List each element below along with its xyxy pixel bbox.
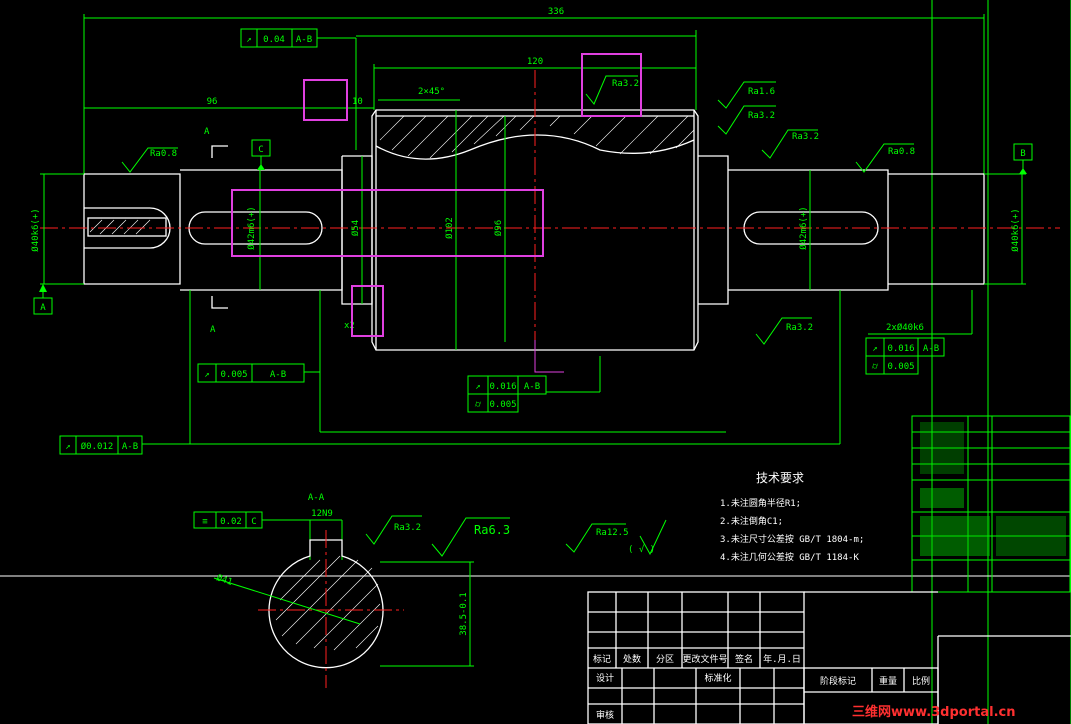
svg-text:38.5-0.1: 38.5-0.1 bbox=[459, 592, 469, 635]
svg-text:0.016: 0.016 bbox=[489, 382, 516, 392]
svg-text:Ra0.8: Ra0.8 bbox=[150, 149, 177, 159]
tech-requirements: 技术要求 1.未注圆角半径R1; 2.未注倒角C1; 3.未注尺寸公差按 GB/… bbox=[720, 471, 864, 563]
svg-text:Ra1.6: Ra1.6 bbox=[748, 87, 775, 97]
tech-title: 技术要求 bbox=[756, 471, 804, 485]
svg-text:Ra12.5: Ra12.5 bbox=[596, 528, 629, 538]
svg-text:Ra3.2: Ra3.2 bbox=[786, 323, 813, 333]
datum-a: A bbox=[40, 303, 46, 313]
svg-text:4.未注几何公差按 GB/T 1184-K: 4.未注几何公差按 GB/T 1184-K bbox=[720, 551, 859, 563]
svg-text:Ra3.2: Ra3.2 bbox=[792, 132, 819, 142]
tol-frame-4: ↗ Ø0.012 A-B bbox=[59, 290, 841, 455]
svg-text:0.005: 0.005 bbox=[489, 400, 516, 410]
svg-text:⌭: ⌭ bbox=[872, 362, 879, 372]
keyways bbox=[84, 207, 879, 249]
svg-text:更改文件号: 更改文件号 bbox=[682, 653, 727, 665]
shaft-outline bbox=[83, 109, 985, 351]
svg-text:标准化: 标准化 bbox=[704, 672, 731, 684]
tol-frame-3: ↗ 0.016 A-B ⌭ 0.005 bbox=[467, 356, 601, 413]
svg-text:Ø40k6(+): Ø40k6(+) bbox=[30, 208, 41, 251]
svg-text:设计: 设计 bbox=[596, 672, 614, 684]
roughness-symbols: Ra0.8 Ra3.2 Ra1.6 Ra3.2 Ra3.2 Ra0.8 Ra3.… bbox=[121, 75, 915, 557]
svg-text:年.月.日: 年.月.日 bbox=[763, 653, 801, 665]
svg-text:Ø42m6(+): Ø42m6(+) bbox=[246, 206, 257, 249]
svg-text:0.02: 0.02 bbox=[220, 517, 242, 527]
svg-text:Ra3.2: Ra3.2 bbox=[612, 79, 639, 89]
dim-96: 96 10 2×45° bbox=[84, 87, 460, 109]
svg-text:A-B: A-B bbox=[270, 370, 286, 380]
svg-text:1.未注圆角半径R1;: 1.未注圆角半径R1; bbox=[720, 497, 801, 509]
svg-text:阶段标记: 阶段标记 bbox=[820, 675, 856, 687]
svg-text:↗: ↗ bbox=[246, 35, 251, 45]
datum-b: B bbox=[1020, 149, 1025, 159]
svg-text:0.005: 0.005 bbox=[887, 362, 914, 372]
svg-text:96: 96 bbox=[207, 97, 218, 107]
svg-text:↗: ↗ bbox=[872, 344, 877, 354]
svg-text:Ra6.3: Ra6.3 bbox=[474, 523, 510, 537]
svg-text:比例: 比例 bbox=[912, 675, 930, 687]
tol-frame-2: ↗ 0.005 A-B bbox=[197, 290, 726, 433]
svg-text:Ø96: Ø96 bbox=[493, 220, 504, 236]
svg-text:A-B: A-B bbox=[923, 344, 939, 354]
svg-text:⌭: ⌭ bbox=[475, 400, 482, 410]
svg-text:120: 120 bbox=[527, 57, 543, 67]
section-cut-marks: A A bbox=[204, 127, 228, 335]
svg-text:Ra3.2: Ra3.2 bbox=[748, 111, 775, 121]
svg-text:Ø102: Ø102 bbox=[444, 217, 455, 239]
tol-frame-1: ↗ 0.04 A-B bbox=[240, 28, 357, 150]
svg-text:2×45°: 2×45° bbox=[418, 87, 445, 97]
svg-text:≡: ≡ bbox=[202, 517, 208, 527]
svg-text:0.04: 0.04 bbox=[263, 35, 285, 45]
mini-title-table bbox=[911, 415, 1071, 593]
svg-text:x2: x2 bbox=[344, 321, 355, 331]
svg-text:A: A bbox=[210, 325, 216, 335]
svg-text:Ra3.2: Ra3.2 bbox=[394, 523, 421, 533]
diameter-dims: Ø40k6(+) Ø42m6(+) Ø54 Ø102 Ø96 Ø42m6(+) … bbox=[30, 110, 1026, 350]
datum-markers: C B A bbox=[33, 139, 1033, 315]
section-view: A-A 12N9 ≡ 0.02 C Ø41 38.5-0.1 bbox=[193, 493, 474, 688]
svg-text:0.016: 0.016 bbox=[887, 344, 914, 354]
svg-text:0.005: 0.005 bbox=[220, 370, 247, 380]
svg-text:分区: 分区 bbox=[656, 654, 674, 665]
svg-text:↗: ↗ bbox=[204, 370, 209, 380]
svg-text:A-B: A-B bbox=[122, 442, 138, 452]
svg-text:Ø42m6(+): Ø42m6(+) bbox=[798, 206, 809, 249]
datum-c: C bbox=[258, 145, 263, 155]
svg-text:Ø0.012: Ø0.012 bbox=[81, 441, 114, 452]
svg-text:审核: 审核 bbox=[596, 709, 614, 721]
svg-text:A-B: A-B bbox=[296, 35, 312, 45]
svg-text:处数: 处数 bbox=[623, 653, 641, 665]
svg-text:标记: 标记 bbox=[593, 653, 611, 665]
highlight-boxes bbox=[231, 53, 642, 373]
dim-overall-length: 336 bbox=[83, 7, 985, 174]
watermark: 三维网www.3dportal.cn bbox=[852, 704, 1015, 720]
title-block: 标记 处数 分区 更改文件号 签名 年.月.日 设计 标准化 审核 阶段标记 重… bbox=[587, 591, 1071, 724]
svg-text:A-A: A-A bbox=[308, 493, 325, 503]
svg-text:↗: ↗ bbox=[65, 442, 70, 452]
svg-text:Ra0.8: Ra0.8 bbox=[888, 147, 915, 157]
svg-text:2.未注倒角C1;: 2.未注倒角C1; bbox=[720, 515, 783, 527]
dim-120: 120 bbox=[356, 30, 697, 110]
svg-text:A-B: A-B bbox=[524, 382, 540, 392]
svg-text:Ø40k6(+): Ø40k6(+) bbox=[1010, 208, 1021, 251]
svg-text:Ø54: Ø54 bbox=[350, 220, 361, 236]
hatch-top bbox=[379, 115, 695, 159]
svg-text:2xØ40k6: 2xØ40k6 bbox=[886, 322, 924, 333]
svg-text:Ø41: Ø41 bbox=[215, 572, 234, 587]
svg-text:10: 10 bbox=[352, 97, 363, 107]
svg-text:↗: ↗ bbox=[475, 382, 480, 392]
svg-text:签名: 签名 bbox=[735, 653, 753, 665]
tol-frame-5: 2xØ40k6 ↗ 0.016 A-B ⌭ 0.005 bbox=[865, 290, 973, 375]
svg-text:C: C bbox=[251, 517, 256, 527]
dim-336: 336 bbox=[548, 7, 564, 17]
svg-text:12N9: 12N9 bbox=[311, 509, 333, 519]
svg-text:( √ ): ( √ ) bbox=[628, 544, 655, 555]
svg-text:A: A bbox=[204, 127, 210, 137]
svg-text:重量: 重量 bbox=[879, 675, 897, 687]
svg-text:3.未注尺寸公差按 GB/T 1804-m;: 3.未注尺寸公差按 GB/T 1804-m; bbox=[720, 533, 864, 545]
